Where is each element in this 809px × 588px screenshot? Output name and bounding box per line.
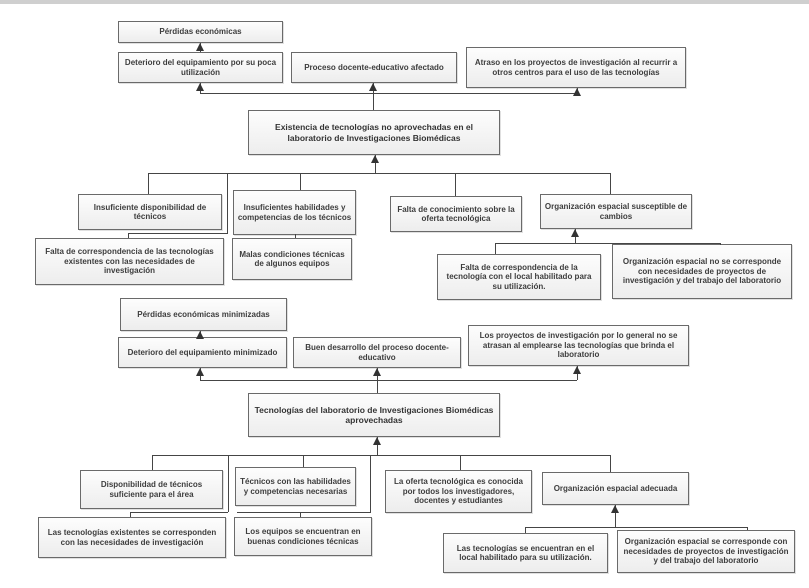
objective-submeans-box: Las tecnologías existentes se correspond…: [38, 517, 226, 558]
connector-line: [152, 455, 153, 470]
connector-line: [152, 455, 610, 456]
arrow-up-icon: [369, 83, 377, 91]
problem-subcause-box: Malas condiciones técnicas de algunos eq…: [232, 238, 352, 280]
connector-line: [460, 455, 461, 470]
objective-submeans-box: Organización espacial se corresponde con…: [617, 530, 795, 573]
connector-line: [455, 173, 456, 196]
problem-cause-box: Falta de conocimiento sobre la oferta te…: [390, 196, 522, 232]
connector-line: [377, 437, 378, 455]
connector-line: [300, 512, 301, 517]
objective-end-box: Deterioro del equipamiento minimizado: [118, 337, 287, 368]
objective-means-box: Organización espacial adecuada: [542, 472, 689, 505]
arrow-up-icon: [196, 83, 204, 91]
objective-end-box: Buen desarrollo del proceso docente-educ…: [293, 337, 461, 368]
objective-central-box: Tecnologías del laboratorio de Investiga…: [248, 393, 500, 437]
objective-means-box: Disponibilidad de técnicos suficiente pa…: [80, 470, 223, 509]
arrow-up-icon: [571, 229, 579, 237]
objective-submeans-box: Los equipos se encuentran en buenas cond…: [234, 517, 372, 556]
arrow-up-icon: [371, 155, 379, 163]
arrow-up-icon: [373, 437, 381, 445]
connector-line: [148, 173, 610, 174]
problem-cause-box: Organización espacial susceptible de cam…: [540, 194, 692, 229]
problem-cause-box: Insuficiente disponibilidad de técnicos: [78, 194, 222, 230]
connector-line: [370, 455, 371, 512]
arrow-up-icon: [573, 88, 581, 96]
problem-effect-box: Proceso docente-educativo afectado: [291, 52, 457, 83]
objective-end-box: Los proyectos de investigación por lo ge…: [468, 325, 689, 366]
connector-line: [130, 512, 131, 517]
connector-line: [615, 505, 616, 527]
connector-line: [495, 243, 496, 254]
connector-line: [295, 234, 296, 238]
objective-means-box: Técnicos con las habilidades y competenc…: [235, 467, 356, 506]
arrow-up-icon: [196, 331, 204, 339]
connector-line: [128, 233, 228, 234]
problem-subcause-box: Falta de correspondencia de las tecnolog…: [35, 238, 224, 285]
connector-line: [525, 527, 526, 533]
connector-line: [375, 155, 376, 173]
arrow-up-icon: [573, 366, 581, 374]
connector-line: [303, 455, 304, 467]
connector-line: [720, 243, 721, 245]
connector-line: [228, 455, 229, 512]
problem-top-effect-box: Pérdidas económicas: [118, 21, 283, 43]
connector-line: [377, 368, 378, 393]
problem-subcause-box: Falta de correspondencia de la tecnologí…: [437, 254, 601, 300]
connector-line: [495, 243, 721, 244]
arrow-up-icon: [196, 368, 204, 376]
connector-line: [200, 93, 577, 94]
problem-effect-box: Deterioro del equipamiento por su poca u…: [118, 52, 283, 83]
objective-submeans-box: Las tecnologías se encuentran en el loca…: [443, 533, 608, 573]
connector-line: [747, 527, 748, 530]
connector-line: [128, 233, 129, 238]
connector-line: [525, 527, 748, 528]
connector-line: [300, 173, 301, 190]
connector-line: [610, 173, 611, 194]
problem-subcause-box: Organización espacial no se corresponde …: [612, 244, 792, 299]
objective-means-box: La oferta tecnológica es conocida por to…: [385, 470, 532, 513]
connector-line: [373, 83, 374, 110]
objective-top-end-box: Pérdidas económicas minimizadas: [120, 298, 287, 331]
connector-line: [130, 512, 228, 513]
connector-line: [200, 380, 577, 381]
arrow-up-icon: [196, 43, 204, 51]
arrow-up-icon: [611, 505, 619, 513]
problem-central-box: Existencia de tecnologías no aprovechada…: [248, 110, 500, 155]
connector-line: [237, 512, 371, 513]
connector-line: [148, 173, 149, 194]
connector-line: [227, 173, 228, 233]
problem-effect-box: Atraso en los proyectos de investigación…: [466, 47, 686, 88]
page-top-border: [0, 0, 809, 4]
connector-line: [610, 455, 611, 472]
problem-cause-box: Insuficientes habilidades y competencias…: [233, 190, 356, 235]
arrow-up-icon: [373, 368, 381, 376]
